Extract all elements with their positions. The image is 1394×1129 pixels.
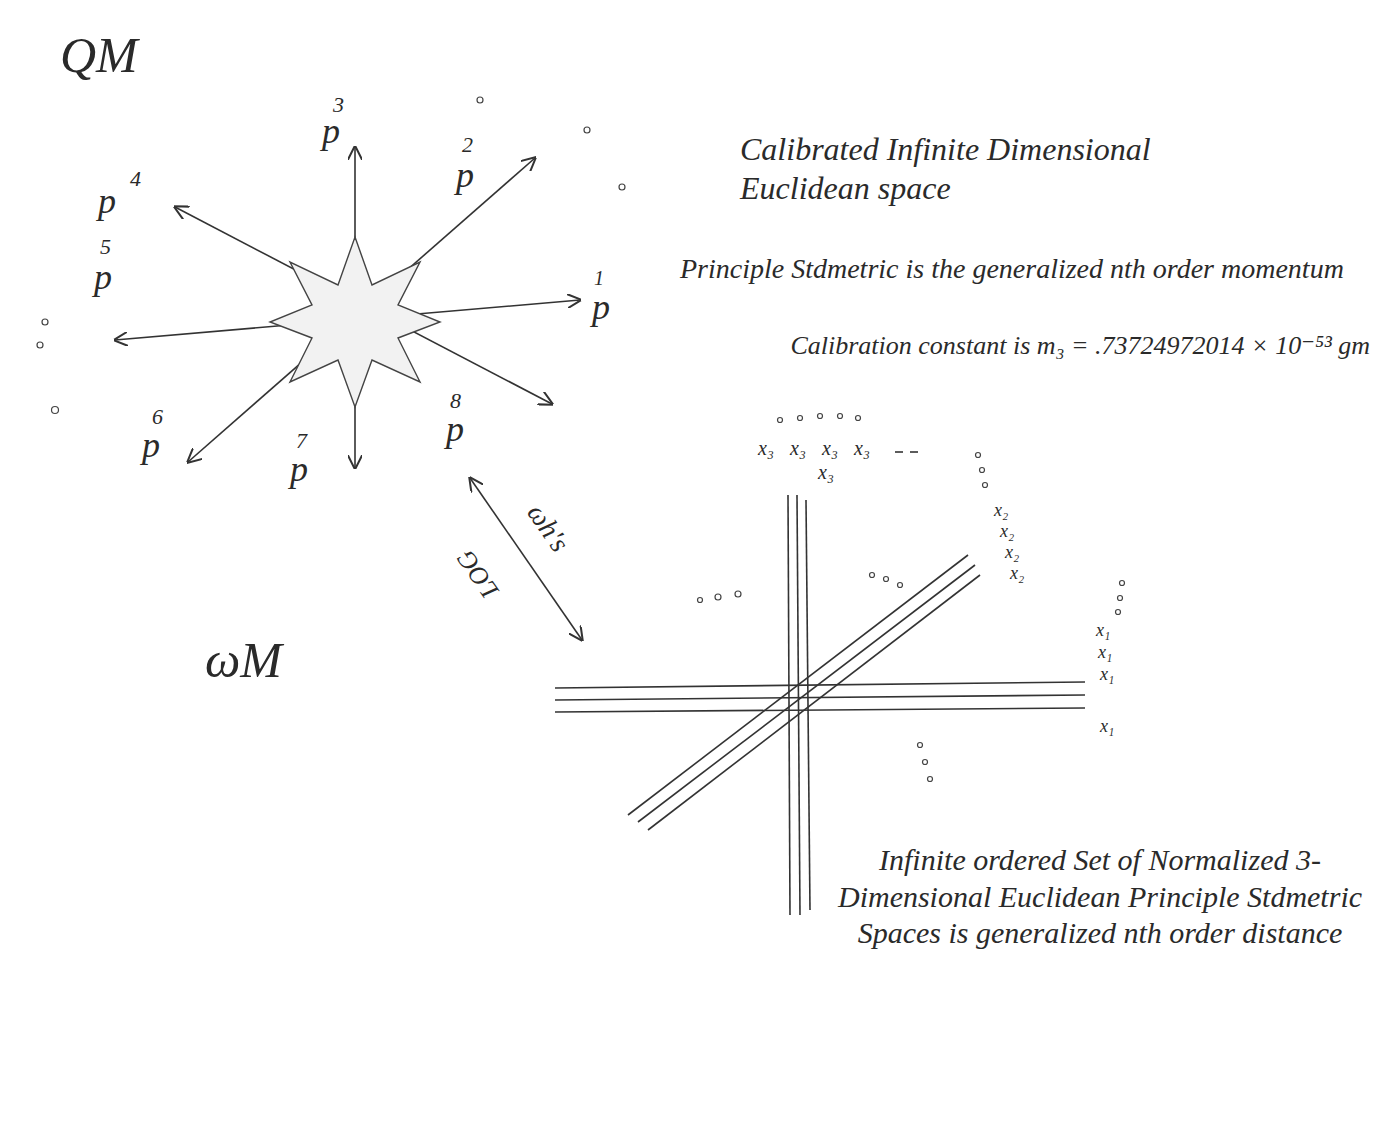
axis-symbol: p (322, 110, 340, 154)
axis-symbol: p (98, 180, 116, 224)
space-note: Calibrated Infinite Dimensional Euclidea… (740, 130, 1180, 208)
dash-mark (910, 451, 918, 453)
arrow-label: ωh's (519, 497, 576, 558)
axis-label: x₁ (1098, 642, 1112, 664)
axis-label: x₂ (1000, 521, 1014, 543)
axis-label: x₁ (1100, 716, 1114, 738)
axis-label: x₁ (1100, 664, 1114, 686)
axis-line (638, 565, 975, 822)
axis-line (188, 158, 535, 462)
axis-label: x₂ (994, 500, 1008, 522)
axis-label: x₃ (790, 436, 806, 460)
space-note: Infinite ordered Set of Normalized 3-Dim… (830, 842, 1370, 952)
axis-symbol: p (592, 286, 610, 330)
axis-line (788, 495, 790, 915)
star-shape (270, 237, 440, 407)
axis-label: x₃ (758, 436, 774, 460)
metric-note: Principle Stdmetric is the generalized n… (680, 252, 1370, 286)
dash-mark (895, 451, 903, 453)
axis-index: 5 (100, 234, 111, 261)
axis-symbol: p (446, 408, 464, 452)
axis-line (806, 500, 810, 910)
axis-index: 1 (594, 266, 604, 290)
constant-note: Calibration constant is m₃ = .7372497201… (760, 330, 1370, 362)
axis-line (628, 555, 968, 815)
axis-line (648, 575, 980, 830)
axis-symbol: p (142, 424, 160, 468)
axis-label: x₃ (822, 436, 838, 460)
ellipsis-dots (37, 97, 1125, 782)
axis-index: 4 (130, 166, 141, 193)
axis-line (555, 708, 1085, 712)
axis-symbol: p (94, 256, 112, 300)
axis-label: x₂ (1010, 563, 1024, 585)
axis-label: x₃ (818, 460, 834, 484)
axis-symbol: p (290, 448, 308, 492)
axis-index: 2 (462, 132, 473, 159)
axis-symbol: p (456, 154, 474, 198)
region-title: QM (60, 25, 138, 86)
region-title: ωM (205, 630, 282, 691)
axis-label: x₃ (854, 436, 870, 460)
axis-label: x₁ (1096, 620, 1110, 642)
axis-label: x₂ (1005, 542, 1019, 564)
arrow-label: LOG (450, 544, 506, 605)
axis-line (797, 495, 800, 915)
